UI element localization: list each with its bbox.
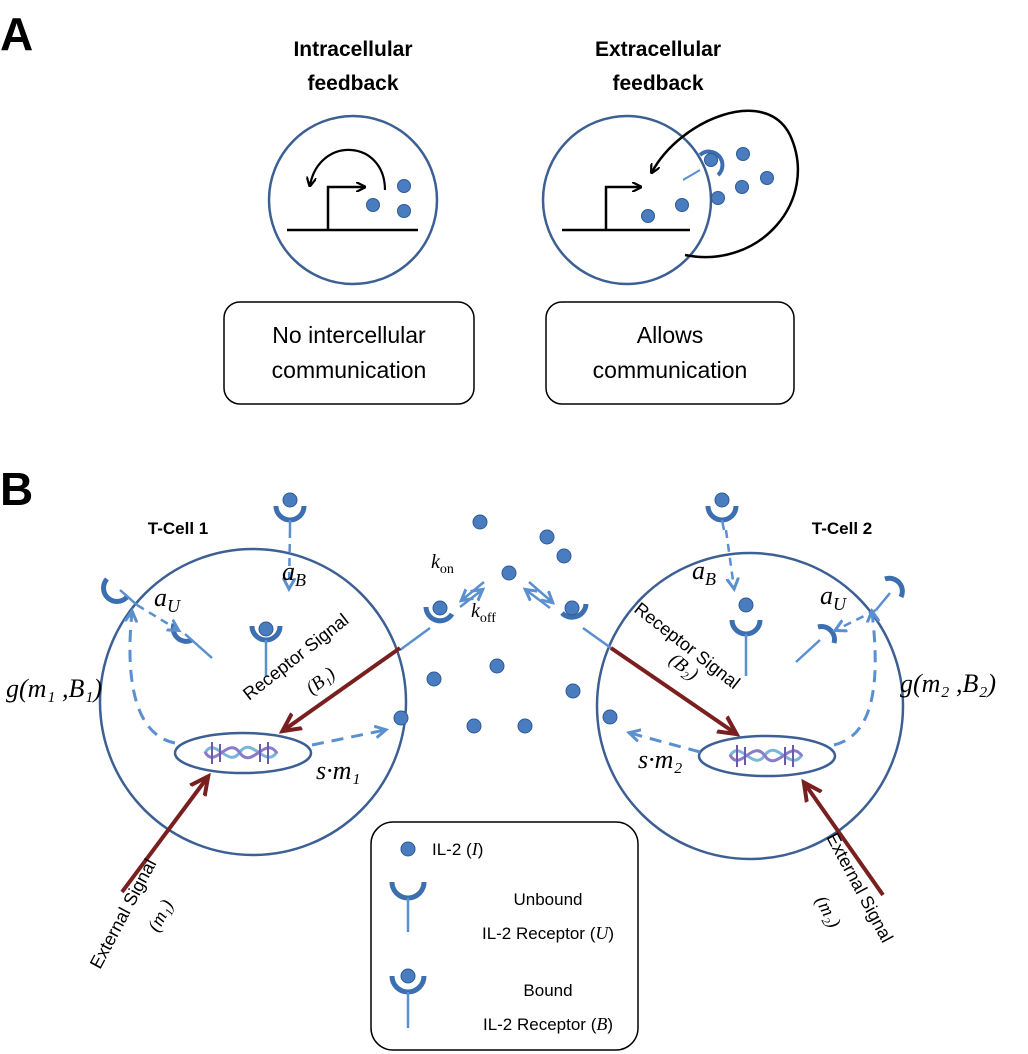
t-cell-2-bound-receptor-outer [705,492,739,531]
t-cell-2-nucleus [697,734,837,778]
extracellular-title-line2: feedback [612,72,703,95]
t-cell-2-binding-arrow-b [724,529,734,588]
t-cell-2-receptor-upregulation-arrow [833,612,875,747]
extracellular-caption-box: Allows communication [545,301,795,405]
panel-a-letter: A [0,8,33,60]
t-cell-1-nucleus [173,731,313,775]
t-cell-2-a-u: aU [820,581,847,614]
t-cell-2-a-b: aB [692,556,716,589]
panel-b-letter: B [0,463,33,515]
t-cell-2-label: T-Cell 2 [812,519,872,538]
binding-rate-arrows [460,581,552,609]
t-cell-1-unbound-receptor-inner [170,623,213,659]
extracellular-cell [541,109,800,286]
t-cell-1-unbound-receptor-outer [101,577,138,606]
t-cell-1-secretion-arrow [311,730,385,747]
t-cell-2-external-signal-var: (m₂) [811,892,845,931]
t-cell-2-unbound-receptor-outer [875,575,905,611]
t-cell-1-bound-receptor-inner [249,621,283,676]
dna-icon [203,742,279,764]
t-cell-2-receptor-signal-arrow [609,646,735,733]
t-cell-2-production-rate: s·m₂ [638,745,682,774]
legend-unbound-line1: Unbound [513,890,582,909]
t-cell-1-label: T-Cell 1 [148,519,208,538]
t-cell-1-external-signal-var: (m₁) [144,896,178,935]
t-cell-2-g-function: g(m₂ ,B₂) [900,669,996,698]
legend-unbound-line2: IL-2 Receptor (U) [482,923,614,943]
t-cell-1: T-Cell 1 [6,492,455,972]
t-cell-2-secretion-arrow [630,733,701,754]
t-cell-1-receptor-signal-arrow [284,646,402,730]
intracellular-title-line1: Intracellular [293,38,412,61]
t-cell-1-receptor-upregulation-arrow [130,612,176,745]
t-cell-2-unbound-receptor-inner [795,624,837,663]
t-cell-2: T-Cell 2 [560,492,996,946]
extracellular-title-line1: Extracellular [595,38,721,61]
extracellular-caption-line2: communication [593,357,748,383]
t-cell-1-receptor-signal-label: Receptor Signal [239,610,352,705]
intracellular-title-line2: feedback [307,72,398,95]
legend-il2-icon [400,841,416,857]
t-cell-1-surface-receptor [399,600,455,652]
t-cell-2-bound-receptor-inner [729,597,763,676]
t-cell-2-external-signal-label: External Signal [822,829,897,945]
dna-icon [728,745,804,767]
legend-bound-line1: Bound [523,981,572,1000]
intracellular-caption-box: No intercellular communication [223,301,475,405]
k-off-label: koff [471,600,496,626]
legend-bound-line2: IL-2 Receptor (B) [483,1014,613,1034]
t-cell-1-bound-receptor-outer [273,492,307,530]
t-cell-1-a-b: aB [282,557,306,590]
legend-bound-receptor-icon [389,968,427,1028]
intracellular-caption-line1: No intercellular [272,322,426,348]
t-cell-1-g-function: g(m₁ ,B₁) [6,674,102,703]
legend-unbound-receptor-icon [389,881,427,932]
t-cell-1-production-rate: s·m₁ [316,756,360,785]
legend-il2-label: IL-2 (I) [432,839,483,859]
extracellular-il2-molecules [393,514,618,734]
t-cell-1-binding-arrow-b [289,529,290,588]
t-cell-1-a-u: aU [154,583,181,616]
t-cell-1-external-signal-arrow [120,778,207,894]
t-cell-2-surface-receptor [560,600,612,650]
legend: IL-2 (I) Unbound IL-2 Receptor (U) Bound… [370,821,639,1051]
t-cell-2-external-signal-arrow [805,784,885,897]
intracellular-caption-line2: communication [272,357,427,383]
extracellular-caption-line1: Allows [637,322,703,348]
intracellular-cell [267,114,439,286]
k-on-label: kon [431,551,454,577]
